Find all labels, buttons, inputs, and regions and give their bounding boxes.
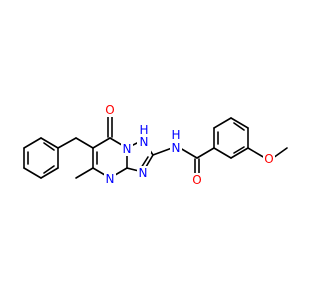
bond bbox=[40, 137, 59, 149]
bonds bbox=[23, 116, 288, 179]
bond bbox=[57, 137, 77, 149]
atom-amide-hydrogen: H bbox=[171, 128, 180, 142]
bond bbox=[213, 147, 232, 159]
molecule-canvas: O H N N N N N H O O bbox=[23, 103, 288, 187]
bond bbox=[230, 147, 249, 159]
atom-nitrogen-triazole: N bbox=[139, 166, 148, 180]
label-bg bbox=[137, 125, 151, 153]
label-bg bbox=[191, 173, 203, 187]
atom-oxygen-keto: O bbox=[105, 103, 114, 117]
molecule-structure: O H N N N N N H O O bbox=[23, 103, 288, 187]
bond bbox=[179, 147, 198, 159]
bond bbox=[272, 147, 288, 159]
bond bbox=[40, 167, 59, 179]
atom-nitrogen-pyrimidine: N bbox=[106, 172, 115, 186]
atom-nitrogen-bridge: N bbox=[123, 142, 132, 156]
label-bg bbox=[104, 172, 116, 186]
bond-double-inner bbox=[233, 122, 245, 131]
label-bg bbox=[263, 152, 275, 166]
atom-labels: O H N N N N N H O O bbox=[104, 103, 275, 187]
bond bbox=[75, 137, 94, 149]
bond bbox=[23, 167, 42, 179]
atom-oxygen-amide: O bbox=[192, 173, 201, 187]
label-bg bbox=[137, 166, 149, 180]
atom-nitrogen-n1: N bbox=[140, 135, 149, 149]
bond bbox=[75, 167, 94, 179]
atom-n1-hydrogen: H bbox=[139, 123, 148, 137]
bond-double-inner bbox=[43, 142, 55, 151]
bond bbox=[196, 147, 215, 159]
label-bg bbox=[104, 103, 116, 117]
atom-nitrogen-amide: N bbox=[172, 141, 181, 155]
label-bg bbox=[170, 141, 182, 155]
bond-double-inner bbox=[43, 165, 55, 174]
label-bg bbox=[121, 142, 133, 156]
atom-oxygen-methoxy: O bbox=[264, 152, 273, 166]
bond bbox=[247, 147, 266, 159]
bond bbox=[230, 117, 249, 129]
bond bbox=[23, 137, 42, 149]
bond bbox=[92, 137, 111, 149]
bond bbox=[152, 147, 173, 156]
bond bbox=[213, 117, 232, 129]
bond-double-inner bbox=[233, 146, 245, 154]
